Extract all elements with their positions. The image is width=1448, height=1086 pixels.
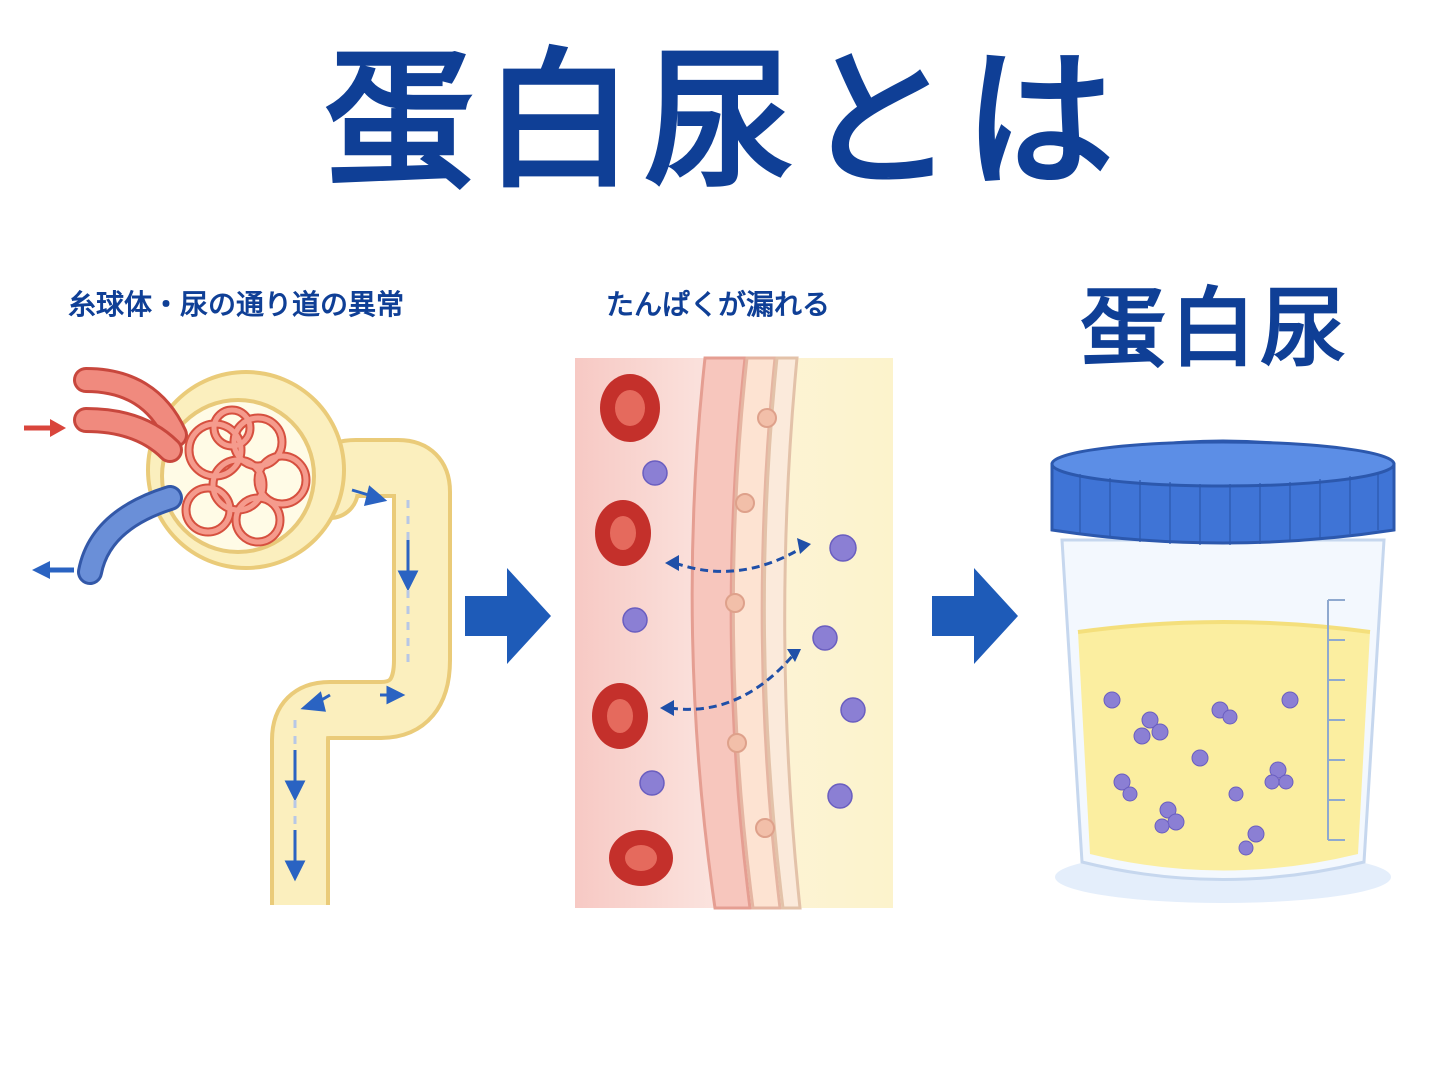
page-title: 蛋白尿とは bbox=[323, 35, 1124, 209]
right-arrow-icon bbox=[465, 568, 551, 664]
urine-cup-icon bbox=[1050, 439, 1396, 903]
step-label-glomerulus: 糸球体・尿の通り道の異常 bbox=[68, 288, 405, 321]
glomerular-membrane-icon bbox=[575, 356, 893, 910]
step-label-protein-leak: たんぱくが漏れる bbox=[606, 288, 831, 321]
kidney-nephron-icon bbox=[24, 367, 452, 905]
right-arrow-icon bbox=[932, 568, 1018, 664]
red-blood-cells bbox=[592, 374, 673, 886]
result-label: 蛋白尿 bbox=[1080, 279, 1350, 379]
inflow-arrow-icon bbox=[24, 419, 66, 437]
protein-particles bbox=[622, 460, 866, 809]
leak-arrows bbox=[669, 544, 806, 711]
outflow-arrow-icon bbox=[32, 561, 74, 579]
